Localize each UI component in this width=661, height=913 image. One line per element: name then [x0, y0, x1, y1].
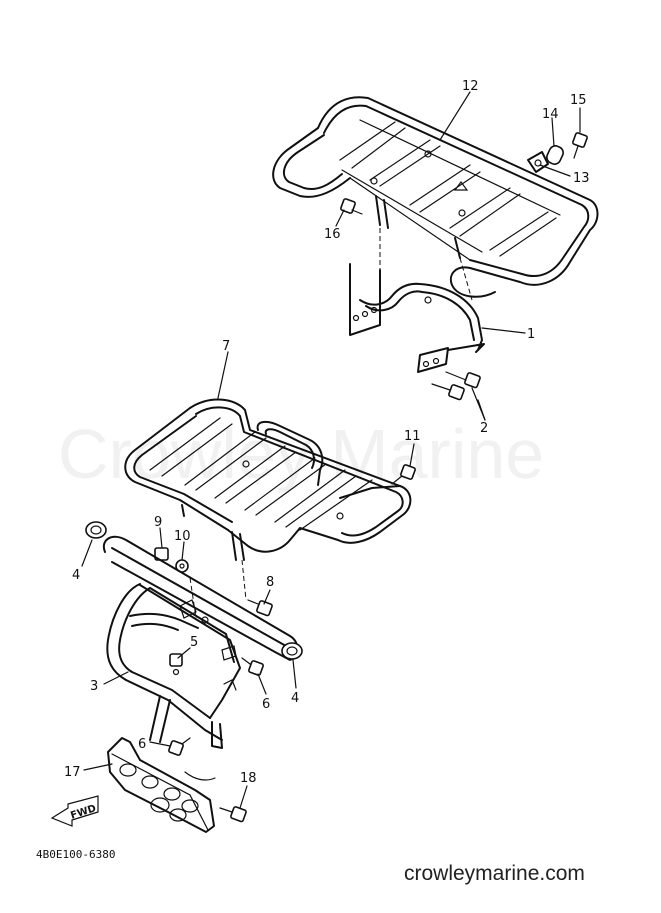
fwd-arrow-icon: FWD [50, 795, 99, 827]
fwd-label: FWD [69, 803, 97, 822]
callout-numbers: 1 2 3 4 4 5 6 6 7 8 9 10 11 12 13 14 15 … [64, 79, 590, 786]
callout-6-lower: 6 [138, 737, 146, 752]
callout-18: 18 [240, 771, 257, 786]
callout-2: 2 [480, 421, 488, 436]
front-carrier[interactable] [124, 398, 412, 561]
callout-6-right: 6 [262, 697, 270, 712]
callout-4-right: 4 [291, 691, 299, 706]
callout-7: 7 [222, 339, 230, 354]
bracket-13[interactable] [527, 151, 549, 173]
callout-1: 1 [527, 327, 535, 342]
grommet-4-left[interactable] [85, 521, 107, 539]
site-label: crowleymarine.com [404, 862, 585, 885]
callout-16: 16 [324, 227, 341, 242]
front-guard[interactable] [102, 535, 299, 749]
bolt-8[interactable] [247, 599, 273, 617]
callout-5: 5 [190, 635, 198, 650]
skid-plate[interactable] [107, 737, 216, 833]
callout-12: 12 [462, 79, 479, 94]
callout-4-left: 4 [72, 568, 80, 583]
callout-13: 13 [573, 171, 590, 186]
bolt-18[interactable] [219, 806, 247, 823]
callout-11: 11 [404, 429, 421, 444]
diagram-code: 4B0E100-6380 [36, 848, 115, 861]
callout-3: 3 [90, 679, 98, 694]
bolt-16[interactable] [340, 198, 363, 215]
rear-carrier[interactable] [272, 96, 599, 298]
callout-8: 8 [266, 575, 274, 590]
callout-9: 9 [154, 515, 162, 530]
bolt-11[interactable] [391, 464, 416, 485]
rear-bracket[interactable] [349, 263, 485, 373]
bolt-2-upper[interactable] [445, 371, 481, 389]
bolt-15[interactable] [572, 132, 588, 159]
callout-14: 14 [542, 107, 559, 122]
collar-14[interactable] [545, 144, 565, 166]
callout-15: 15 [570, 93, 587, 108]
callout-10: 10 [174, 529, 191, 544]
callout-leaders [81, 91, 581, 809]
bolt-6-lower[interactable] [168, 737, 191, 756]
bolt-6-right[interactable] [241, 657, 264, 676]
bolt-2-lower[interactable] [431, 383, 465, 401]
callout-17: 17 [64, 765, 81, 780]
grommet-4-right[interactable] [281, 642, 303, 660]
